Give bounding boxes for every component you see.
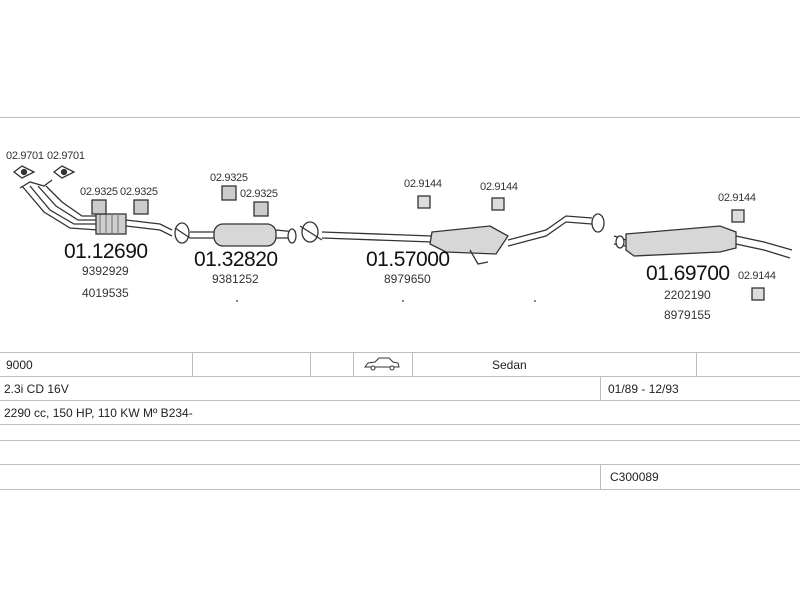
empty-row (0, 424, 800, 441)
clamp-icons (91, 185, 269, 217)
oe-number: 8979650 (384, 272, 431, 286)
clamp-code-3: 02.9325 (210, 172, 248, 184)
engine-value: 2.3i CD 16V (4, 382, 69, 396)
part-number: 01.12690 (64, 240, 148, 263)
body-type-value: Sedan (492, 358, 527, 372)
specs-row: 2290 cc, 150 HP, 110 KW Mº B234- (0, 400, 800, 425)
clamp-code-1: 02.9325 (80, 186, 118, 198)
catalog-code-value: C300089 (610, 470, 659, 484)
column-divider (600, 465, 601, 489)
clamp-code-4: 02.9325 (240, 188, 278, 200)
model-value: 9000 (6, 358, 33, 372)
oe-number: 2202190 (664, 288, 711, 302)
hanger-code-1: 02.9144 (404, 178, 442, 190)
column-divider (600, 377, 601, 401)
hanger-code-4: 02.9144 (738, 270, 776, 282)
separator-dot (534, 300, 536, 302)
top-border (0, 117, 800, 118)
flange-joint-2 (299, 221, 323, 243)
column-divider (696, 353, 697, 377)
column-divider (412, 353, 413, 377)
gasket-code-1: 02.9701 (6, 150, 44, 162)
flange-joint-1 (174, 222, 191, 244)
engine-row: 2.3i CD 16V 01/89 - 12/93 (0, 376, 800, 401)
blank-row (0, 440, 800, 465)
downpipe (19, 179, 173, 237)
part-number: 01.69700 (646, 262, 730, 285)
oe-number: 8979155 (664, 308, 711, 322)
oe-number: 9381252 (212, 272, 259, 286)
sedan-car-icon (364, 357, 400, 381)
part-number: 01.57000 (366, 248, 450, 271)
separator-dot (402, 300, 404, 302)
hanger-code-3: 02.9144 (718, 192, 756, 204)
hanger-code-2: 02.9144 (480, 181, 518, 193)
front-silencer (190, 223, 297, 247)
gasket-icons (12, 165, 76, 179)
column-divider (192, 353, 193, 377)
clamp-code-2: 02.9325 (120, 186, 158, 198)
column-divider (310, 353, 311, 377)
exhaust-diagram (12, 165, 793, 301)
specs-value: 2290 cc, 150 HP, 110 KW Mº B234- (4, 406, 193, 420)
column-divider (353, 353, 354, 377)
rear-silencer (613, 225, 793, 259)
production-period-value: 01/89 - 12/93 (608, 382, 679, 396)
hanger-icons (417, 195, 765, 301)
part-number: 01.32820 (194, 248, 278, 271)
oe-number: 9392929 (82, 264, 129, 278)
model-row: 9000 Sedan (0, 352, 800, 377)
separator-dot (236, 300, 238, 302)
oe-number: 4019535 (82, 286, 129, 300)
catalog-row: C300089 (0, 464, 800, 490)
gasket-code-2: 02.9701 (47, 150, 85, 162)
middle-silencer (321, 213, 605, 265)
